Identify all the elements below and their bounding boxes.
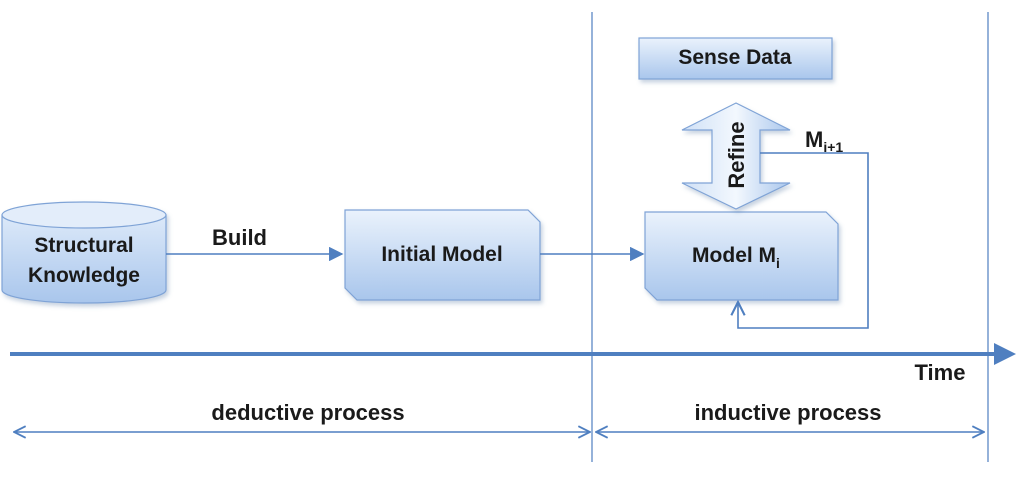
structural-knowledge-node — [1, 201, 167, 304]
sense-data-label: Sense Data — [678, 46, 792, 69]
feedback-loop-arrow — [738, 152, 869, 329]
refine-double-arrow — [681, 102, 791, 210]
structural-knowledge-label-line2: Knowledge — [28, 264, 140, 287]
refine-label: Refine — [724, 121, 749, 188]
initial-model-node — [344, 209, 541, 301]
feedback-label: Mi+1 — [805, 127, 843, 155]
model-mi-label-subscript: i — [776, 255, 780, 271]
timeline-arrowhead — [994, 343, 1016, 365]
model-mi-label: Model Mi — [692, 244, 780, 271]
structural-knowledge-label-line1: Structural — [34, 234, 133, 257]
model-mi-label-main: Model M — [692, 244, 776, 267]
inductive-process-label: inductive process — [694, 400, 881, 425]
feedback-label-main: M — [805, 127, 823, 152]
build-label: Build — [212, 225, 267, 250]
feedback-label-subscript: i+1 — [823, 139, 843, 155]
initial-model-label: Initial Model — [381, 243, 502, 266]
model-mi-node — [644, 211, 839, 301]
deductive-process-label: deductive process — [211, 400, 404, 425]
time-label: Time — [915, 360, 966, 385]
sense-data-node — [638, 37, 833, 80]
